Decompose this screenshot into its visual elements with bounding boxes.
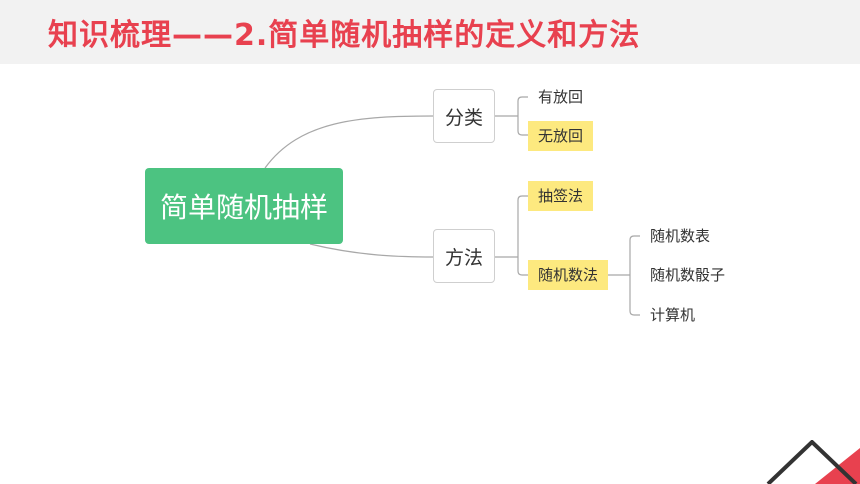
leaf-with-replacement: 有放回	[538, 88, 584, 106]
connector-classify-bracket	[517, 96, 528, 136]
leaf-without-replacement: 无放回	[528, 121, 594, 151]
branch-node-classify: 分类	[433, 89, 495, 143]
connector-root-classify	[264, 115, 434, 169]
connector-root-method	[309, 243, 434, 258]
corner-decoration	[766, 440, 860, 484]
header-bar: 知识梳理——2.简单随机抽样的定义和方法	[0, 0, 860, 64]
leaf-lottery-method: 抽签法	[528, 181, 594, 211]
connector-random-bracket	[629, 235, 640, 316]
leaf-random-number-table: 随机数表	[650, 227, 711, 245]
root-node: 简单随机抽样	[145, 168, 343, 244]
leaf-random-number-dice: 随机数骰子	[650, 266, 726, 284]
page-title: 知识梳理——2.简单随机抽样的定义和方法	[48, 18, 641, 53]
leaf-computer: 计算机	[650, 306, 696, 324]
connector-method-bracket	[517, 195, 528, 276]
branch-node-method: 方法	[433, 229, 495, 283]
leaf-random-number-method: 随机数法	[528, 260, 609, 290]
